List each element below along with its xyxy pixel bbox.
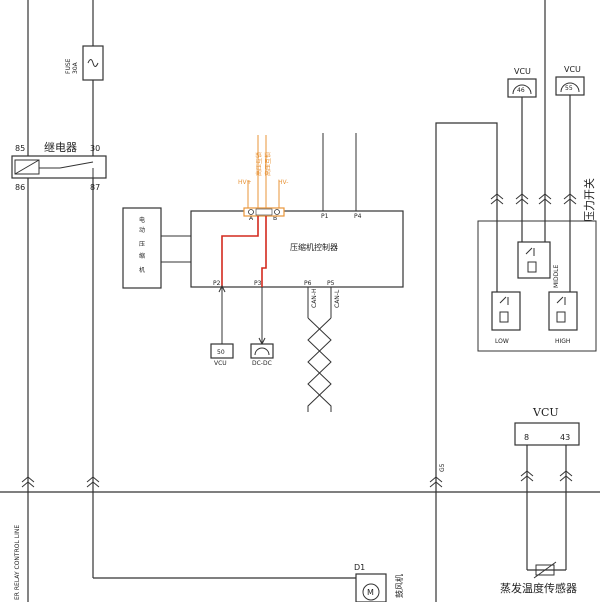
relay-pin-86: 86	[15, 183, 25, 192]
pressure-low-label: LOW	[495, 338, 509, 345]
hv-interlock-connector: HV+ HV- 高压互锁 高压互锁	[238, 135, 288, 217]
motor-char-4: 缩	[139, 252, 145, 260]
hv-plus-label: HV+	[238, 179, 252, 186]
vcu-sensor-pin-8: 8	[524, 433, 529, 442]
vcu-top-55: VCU 55	[555, 65, 585, 96]
relay-label: 继电器	[44, 141, 77, 154]
controller-pin-p4: P4	[354, 213, 362, 220]
controller-pin-p5: P5	[327, 280, 335, 287]
vcu-top-46-pin: 46	[517, 87, 525, 94]
red-wire-p3	[261, 216, 267, 287]
controller-pin-b: B	[273, 215, 277, 222]
dcdc-label: DC-DC	[252, 360, 272, 367]
fuse: FUSE 30A	[65, 45, 104, 81]
dcdc-box: DC-DC	[250, 343, 274, 367]
controller-pin-p6: P6	[304, 280, 312, 287]
vcu-sensor-block: VCU 8 43 蒸发温度传感器	[500, 406, 580, 595]
g5-line	[435, 122, 498, 602]
fuse-rating: 30A	[72, 61, 79, 74]
pressure-switch: 压力开关 MIDDLE LOW HIGH	[477, 178, 597, 352]
relay-pin-87: 87	[90, 183, 100, 192]
pressure-high-label: HIGH	[555, 338, 570, 345]
fan-symbol: M	[367, 588, 374, 597]
vcu-small-label: VCU	[214, 360, 227, 367]
connector-chevrons-left	[21, 476, 100, 488]
compressor-controller: 压缩机控制器 A B P1 P4 P2 P3 P6 P5	[190, 210, 404, 288]
controller-pin-p1: P1	[321, 213, 329, 220]
can-twisted-pair: CAN-H CAN-L	[307, 287, 341, 412]
vcu-top-55-label: VCU	[564, 65, 581, 74]
fan-label: 鼓风机	[394, 574, 404, 598]
vcu-top-46: VCU 46	[507, 67, 537, 98]
red-wire-p2	[221, 216, 259, 287]
hv-interlock-wire-1: 高压互锁	[255, 152, 263, 176]
fan-ref: D1	[354, 563, 365, 572]
relay: 85 继电器 30 86 87	[11, 141, 107, 192]
blower-fan: D1 M 鼓风机	[354, 563, 404, 602]
fuse-label: FUSE	[65, 58, 72, 74]
hv-minus-label: HV-	[278, 179, 288, 186]
g5-chevron	[429, 476, 443, 488]
g5-label: G5	[439, 463, 446, 472]
relay-pin-30: 30	[90, 144, 100, 153]
can-high-label: CAN-H	[311, 289, 318, 308]
evap-sensor-label: 蒸发温度传感器	[500, 581, 577, 595]
can-low-label: CAN-L	[334, 289, 341, 308]
controller-pin-p2: P2	[213, 280, 221, 287]
motor-char-5: 机	[139, 266, 145, 274]
pressure-middle-label: MIDDLE	[553, 264, 560, 288]
vcu-box-small: 50 VCU	[210, 343, 234, 367]
relay-pin-85: 85	[15, 144, 25, 153]
controller-pin-p3: P3	[254, 280, 262, 287]
electric-compressor: 电 动 压 缩 机	[122, 207, 191, 289]
pressure-switch-chevrons	[490, 193, 577, 205]
svg-text:50: 50	[217, 349, 225, 356]
vcu-sensor-pin-43: 43	[560, 433, 570, 442]
motor-char-2: 动	[139, 227, 145, 234]
motor-char-1: 电	[139, 216, 145, 224]
motor-char-3: 压	[139, 241, 145, 248]
controller-pin-a: A	[249, 215, 254, 222]
pressure-switch-label: 压力开关	[582, 178, 596, 222]
vcu-top-55-pin: 55	[565, 85, 573, 92]
controller-label: 压缩机控制器	[290, 242, 338, 252]
vcu-top-46-label: VCU	[514, 67, 531, 76]
hv-interlock-wire-2: 高压互锁	[264, 152, 272, 176]
vcu-sensor-label: VCU	[532, 406, 559, 419]
side-text: ER RELAY CONTROL LINE	[14, 525, 21, 600]
